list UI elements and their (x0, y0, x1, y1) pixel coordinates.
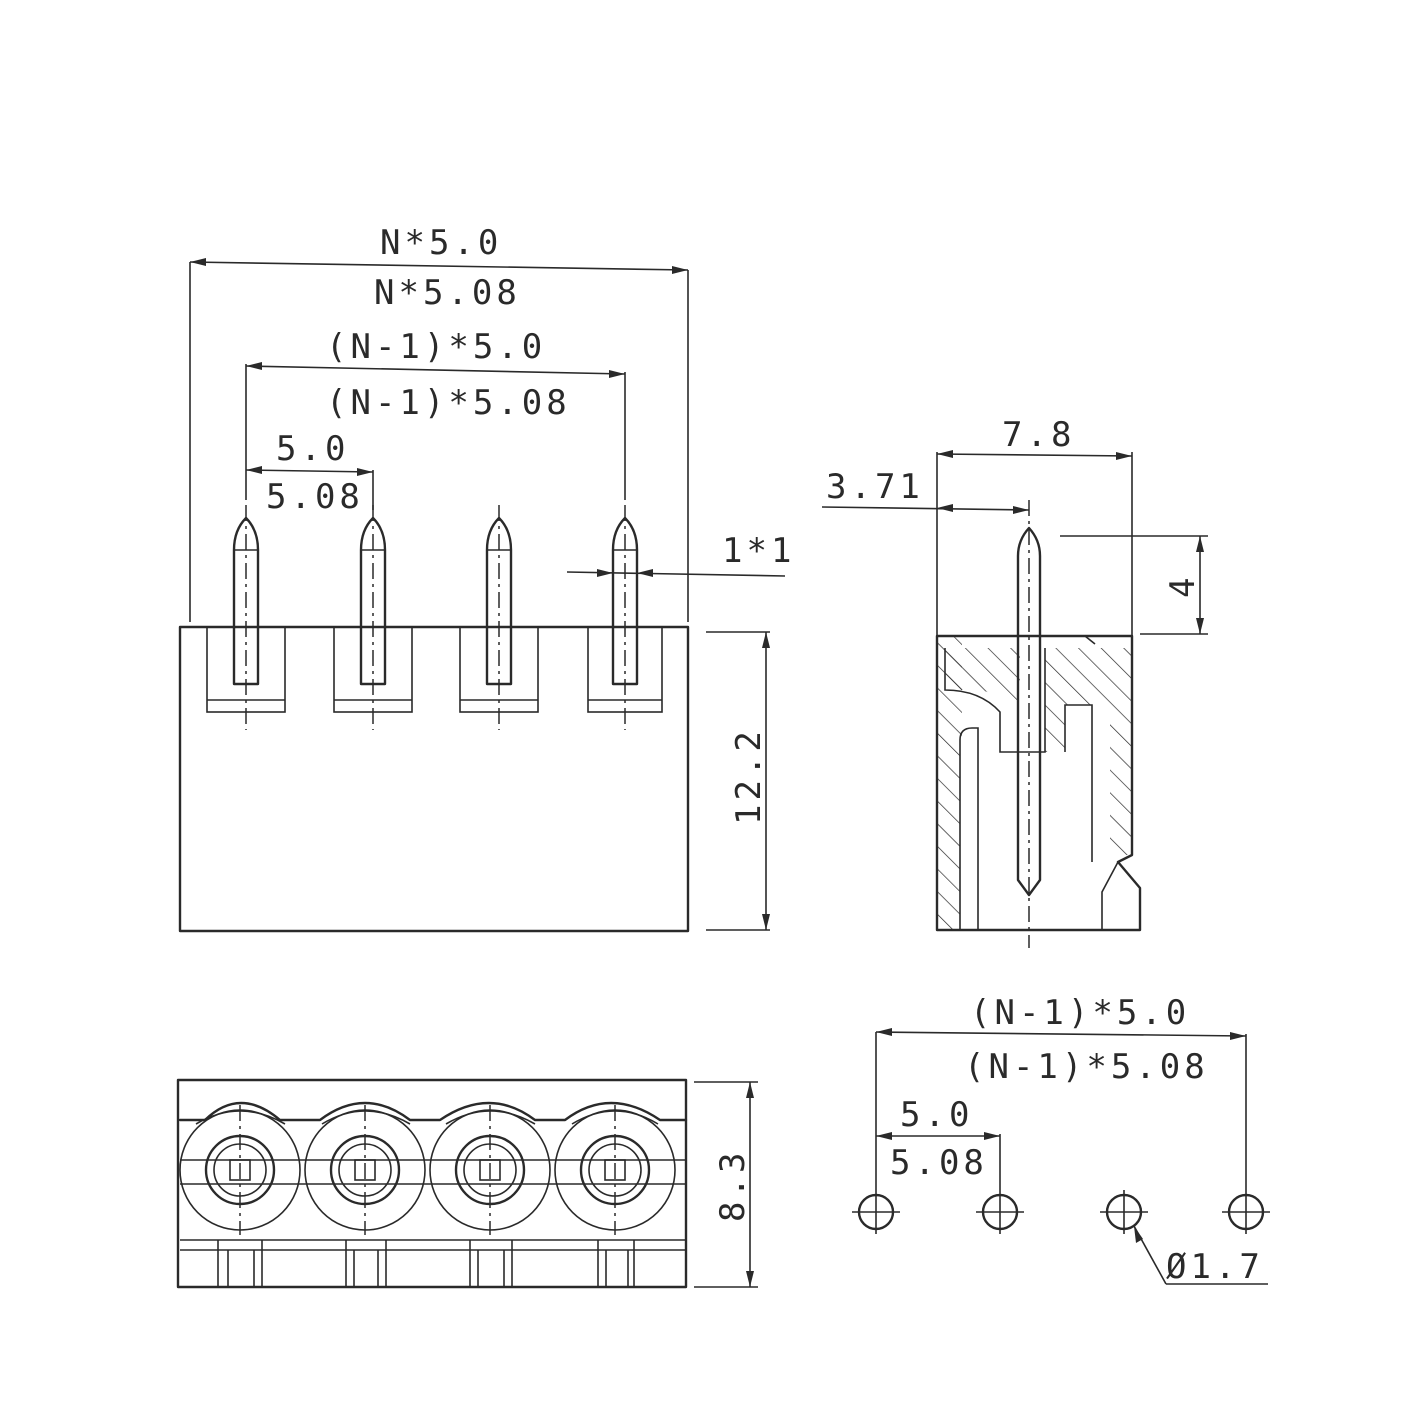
pcb-footprint: (N-1)*5.0 (N-1)*5.08 5.0 5.08 Ø1.7 (852, 993, 1270, 1287)
pin-offset-label: 3.71 (826, 467, 924, 507)
dim-footprint-pin-span (875, 1028, 1247, 1190)
pitch-label-5-0: 5.0 (276, 429, 349, 469)
pin-section-label: 1*1 (722, 531, 795, 571)
footprint-holes (852, 1190, 1270, 1234)
top-terminals (179, 1105, 676, 1235)
footprint-pitch-label-5-0: 5.0 (900, 1095, 973, 1135)
body-height-label: 12.2 (729, 727, 769, 825)
depth-label: 7.8 (1002, 415, 1075, 455)
top-view: 8.3 (176, 1078, 758, 1289)
footprint-pin-span-label-5-0: (N-1)*5.0 (970, 993, 1190, 1033)
dim-pin-protrusion (1060, 535, 1208, 635)
overall-width-label-5-0: N*5.0 (380, 223, 502, 263)
pin-protrusion-label: 4 (1163, 574, 1203, 598)
front-pin-pockets (206, 626, 663, 713)
side-section-right (1045, 648, 1132, 855)
pin-span-label-5-08: (N-1)*5.08 (326, 383, 571, 423)
footprint-pitch-label-5-08: 5.08 (890, 1143, 988, 1183)
front-view: N*5.0 N*5.08 (N-1)*5.0 (N-1)*5.08 5.0 5.… (178, 223, 795, 933)
overall-width-label-5-08: N*5.08 (374, 273, 521, 313)
front-pins (232, 505, 639, 730)
footprint-pin-span-label-5-08: (N-1)*5.08 (964, 1047, 1209, 1087)
dim-depth (936, 450, 1133, 636)
side-body-outline (935, 634, 1142, 932)
dim-overall-width (189, 258, 689, 622)
side-section-left (937, 636, 962, 930)
dim-body-depth (694, 1081, 758, 1288)
body-depth-label: 8.3 (713, 1149, 753, 1222)
top-slots (217, 1240, 635, 1287)
dim-pin-section (566, 569, 786, 577)
dim-pin-offset (821, 504, 1030, 514)
front-body (178, 625, 690, 933)
side-view: 7.8 3.71 4 (821, 415, 1208, 948)
dim-pin-span (245, 362, 626, 500)
dim-footprint-pitch (876, 1132, 1001, 1190)
side-pin (1016, 526, 1042, 897)
pin-span-label-5-0: (N-1)*5.0 (326, 327, 546, 367)
dim-hole-diameter (1133, 1225, 1268, 1285)
hole-diameter-label: Ø1.7 (1166, 1247, 1264, 1287)
side-section-top-left (945, 648, 1020, 700)
dim-body-height (706, 631, 770, 931)
pitch-label-5-08: 5.08 (266, 477, 364, 517)
dim-pitch (245, 466, 374, 510)
